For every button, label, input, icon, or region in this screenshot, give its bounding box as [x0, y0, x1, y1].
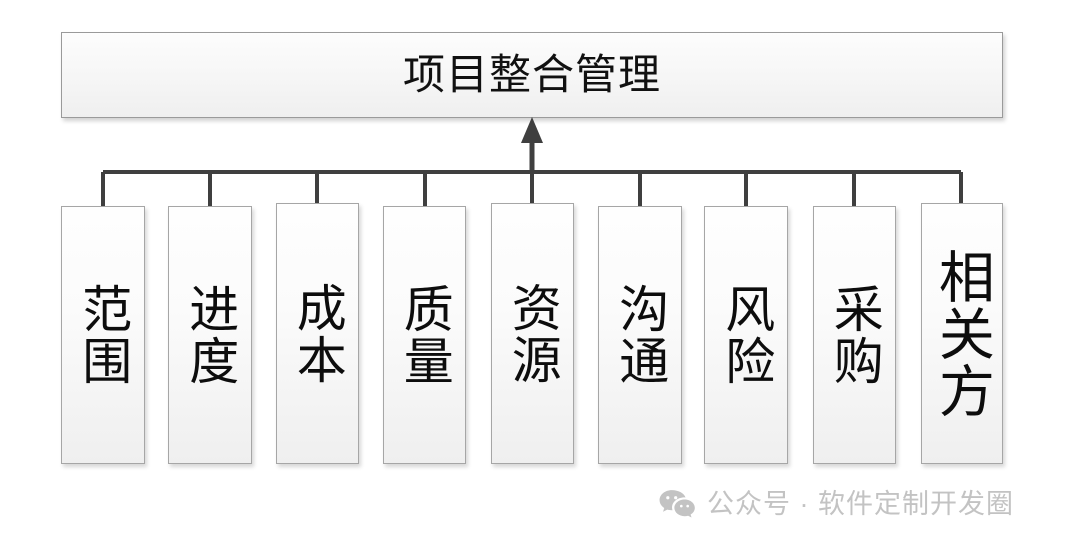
node-quality[interactable]: 质量 [383, 206, 466, 464]
node-label-cost: 成本 [289, 281, 346, 386]
node-project-integration-management[interactable]: 项目整合管理 [61, 32, 1003, 118]
watermark-text: 公众号 · 软件定制开发圈 [707, 488, 1014, 519]
node-cost[interactable]: 成本 [276, 203, 359, 464]
watermark: 公众号 · 软件定制开发圈 [658, 489, 1014, 519]
node-communication[interactable]: 沟通 [598, 206, 682, 464]
node-label-quality: 质量 [396, 283, 453, 387]
node-scope[interactable]: 范围 [61, 206, 145, 464]
node-label-resource: 资源 [504, 281, 561, 386]
wechat-icon [659, 490, 695, 518]
node-label-procurement: 采购 [826, 283, 883, 387]
node-stakeholder[interactable]: 相关方 [921, 203, 1003, 464]
node-label-stakeholder: 相关方 [931, 248, 995, 419]
node-label-risk: 风险 [718, 283, 775, 387]
node-label-root: 项目整合管理 [402, 51, 661, 98]
node-schedule[interactable]: 进度 [168, 206, 252, 464]
node-resource[interactable]: 资源 [491, 203, 574, 464]
node-label-communication: 沟通 [612, 283, 669, 387]
node-procurement[interactable]: 采购 [813, 206, 896, 464]
node-risk[interactable]: 风险 [704, 206, 788, 464]
node-label-schedule: 进度 [182, 283, 239, 387]
node-label-scope: 范围 [75, 283, 132, 387]
